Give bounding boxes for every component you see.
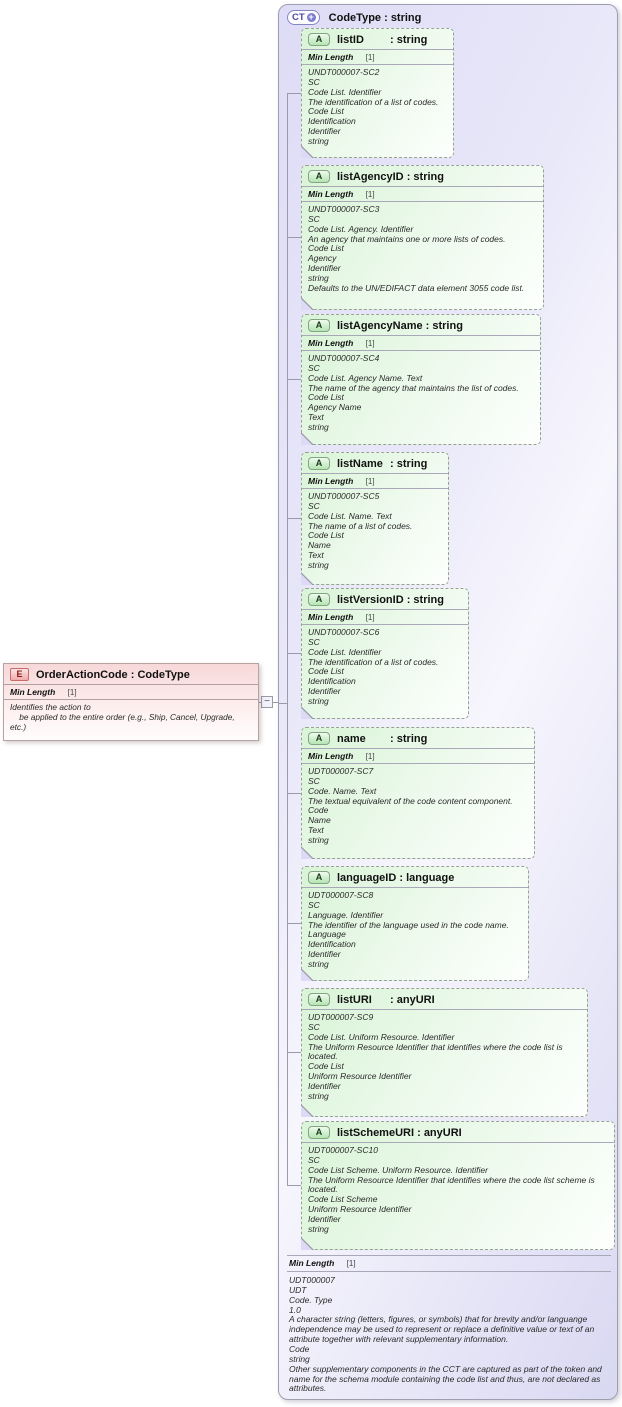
connector-trunk — [287, 93, 288, 1186]
facet-row: Min Length [1] — [302, 187, 543, 202]
facet-row: Min Length [1] — [302, 336, 540, 351]
element-title: OrderActionCode : CodeType — [36, 668, 190, 681]
attribute-annotation: UNDT000007-SC3 SC Code List. Agency. Ide… — [308, 204, 525, 293]
attribute-icon: A — [308, 170, 330, 183]
element-header: E OrderActionCode : CodeType — [4, 664, 258, 685]
attribute-icon: A — [308, 993, 330, 1006]
attribute-annotation: UNDT000007-SC2 SC Code List. Identifier … — [308, 67, 439, 147]
attribute-node-listagencyname[interactable]: A listAgencyName : string Min Length [1]… — [301, 314, 541, 445]
plus-icon: + — [306, 12, 316, 22]
attribute-header: A listAgencyID : string — [302, 166, 543, 187]
facet-row: Min Length [1] — [302, 610, 468, 625]
attribute-node-listagencyid[interactable]: A listAgencyID : string Min Length [1] U… — [301, 165, 544, 310]
attribute-icon: A — [308, 319, 330, 332]
complextype-title: CodeType : string — [328, 11, 422, 24]
attribute-icon: A — [308, 732, 330, 745]
facet-row: Min Length [1] — [302, 749, 534, 764]
facet-row: Min Length [1] — [302, 474, 448, 489]
attribute-header: A listVersionID : string — [302, 589, 468, 610]
attribute-icon: A — [308, 457, 330, 470]
connector-stub — [287, 923, 301, 924]
attribute-header: A listID : string — [302, 29, 453, 50]
attribute-node-listname[interactable]: A listName : string Min Length [1] UNDT0… — [301, 452, 449, 585]
attribute-header: A listName : string — [302, 453, 448, 474]
attribute-annotation: UDT000007-SC7 SC Code. Name. Text The te… — [308, 766, 513, 846]
connector-stub — [287, 237, 301, 238]
connector-stub — [287, 653, 301, 654]
complextype-icon: CT+ — [287, 10, 320, 25]
attribute-icon: A — [308, 593, 330, 606]
corner-cut — [301, 297, 314, 310]
complextype-header: CT+ CodeType : string — [279, 5, 617, 28]
attribute-node-listschemeuri[interactable]: A listSchemeURI : anyURI UDT000007-SC10 … — [301, 1121, 615, 1250]
facet-row: Min Length [1] — [287, 1255, 611, 1272]
connector-stub — [287, 518, 301, 519]
attribute-header: A listURI : anyURI — [302, 989, 587, 1010]
facet-row: Min Length [1] — [4, 685, 258, 700]
attribute-node-listid[interactable]: A listID : string Min Length [1] UNDT000… — [301, 28, 454, 158]
connector-stub — [287, 1052, 301, 1053]
attribute-icon: A — [308, 1126, 330, 1139]
element-description: Identifies the action to be applied to t… — [10, 702, 235, 732]
complextype-node-codetype[interactable]: CT+ CodeType : string A listID : string … — [278, 4, 618, 1400]
attribute-annotation: UDT000007-SC10 SC Code List Scheme. Unif… — [308, 1145, 595, 1234]
attribute-annotation: UNDT000007-SC4 SC Code List. Agency Name… — [308, 353, 519, 433]
element-icon: E — [10, 668, 29, 681]
connector-stub — [287, 1185, 301, 1186]
attribute-node-listversionid[interactable]: A listVersionID : string Min Length [1] … — [301, 588, 469, 719]
connector-stub — [287, 93, 301, 94]
attribute-annotation: UDT000007-SC8 SC Language. Identifier Th… — [308, 890, 509, 970]
attribute-node-name[interactable]: A name : string Min Length [1] UDT000007… — [301, 727, 535, 859]
attribute-header: A listAgencyName : string — [302, 315, 540, 336]
attribute-node-languageid[interactable]: A languageID : language UDT000007-SC8 SC… — [301, 866, 529, 981]
connector-stub — [287, 793, 301, 794]
attribute-header: A name : string — [302, 728, 534, 749]
attribute-annotation: UNDT000007-SC6 SC Code List. Identifier … — [308, 627, 439, 707]
element-node-orderactioncode[interactable]: E OrderActionCode : CodeType Min Length … — [3, 663, 259, 741]
attribute-node-listuri[interactable]: A listURI : anyURI UDT000007-SC9 SC Code… — [301, 988, 588, 1117]
attribute-icon: A — [308, 871, 330, 884]
connector-stub — [287, 379, 301, 380]
attribute-annotation: UDT000007-SC9 SC Code List. Uniform Reso… — [308, 1012, 563, 1101]
attribute-annotation: UNDT000007-SC5 SC Code List. Name. Text … — [308, 491, 413, 571]
facet-row: Min Length [1] — [302, 50, 453, 65]
attribute-header: A listSchemeURI : anyURI — [302, 1122, 614, 1143]
complextype-annotation: UDT000007 UDT Code. Type 1.0 A character… — [289, 1275, 602, 1394]
connector-line — [279, 703, 287, 704]
attribute-icon: A — [308, 33, 330, 46]
attribute-header: A languageID : language — [302, 867, 528, 888]
collapse-toggle[interactable]: − — [261, 696, 273, 708]
complextype-details: Min Length [1] UDT000007 UDT Code. Type … — [287, 1255, 611, 1394]
